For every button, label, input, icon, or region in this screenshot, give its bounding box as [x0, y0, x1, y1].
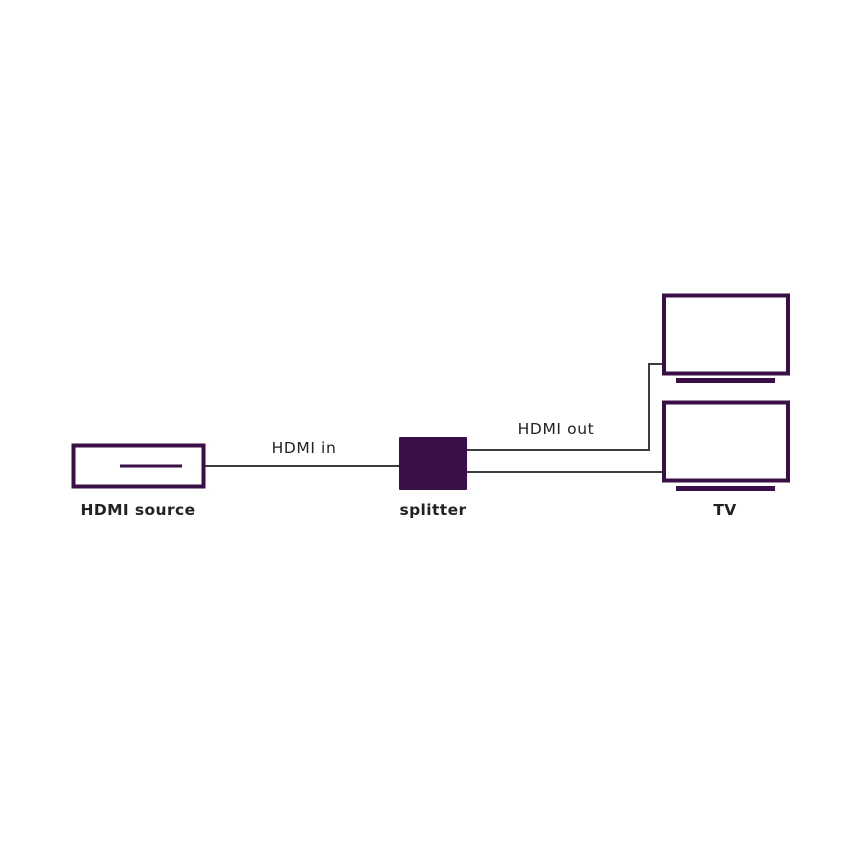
- splitter-box-icon: [399, 437, 467, 490]
- hdmi-out-cable-top: [467, 363, 662, 451]
- set-top-box-icon: [71, 443, 206, 489]
- tv-top-stand: [676, 378, 775, 383]
- hdmi-out-label: HDMI out: [518, 420, 595, 438]
- tv-bottom-stand: [676, 486, 775, 491]
- tv-label: TV: [713, 501, 736, 519]
- tv-top-screen: [662, 293, 790, 376]
- hdmi-source-label: HDMI source: [80, 501, 195, 519]
- tv-icon: [662, 400, 790, 491]
- splitter-label: splitter: [399, 501, 466, 519]
- cables: [204, 363, 662, 473]
- hdmi-in-label: HDMI in: [272, 439, 337, 457]
- tv-icon: [662, 293, 790, 383]
- tv-bottom-screen: [662, 400, 790, 483]
- set-top-box-body: [71, 443, 206, 489]
